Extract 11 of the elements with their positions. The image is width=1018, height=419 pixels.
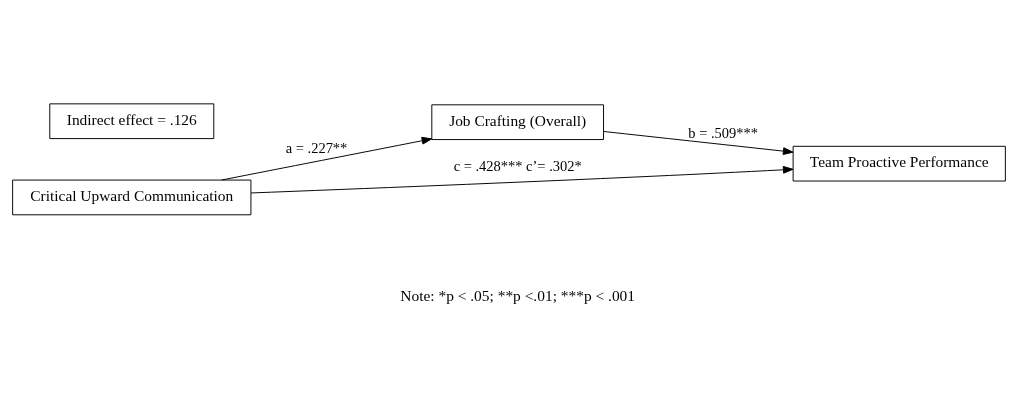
node-box: Job Crafting (Overall) <box>431 104 605 141</box>
node-box: Indirect effect = .126 <box>49 103 215 140</box>
edge-label: a = .227** <box>285 140 348 157</box>
edge-label: c = .428*** c’= .302* <box>453 158 582 175</box>
arrow <box>250 165 794 194</box>
arrow <box>221 136 433 181</box>
node-box: Team Proactive Performance <box>792 145 1006 182</box>
node-box: Critical Upward Communication <box>12 179 252 216</box>
edge-label: b = .509*** <box>688 124 758 141</box>
label: Note: *p < .05; **p <.01; ***p < .001 <box>400 287 636 305</box>
arrow <box>603 131 794 155</box>
